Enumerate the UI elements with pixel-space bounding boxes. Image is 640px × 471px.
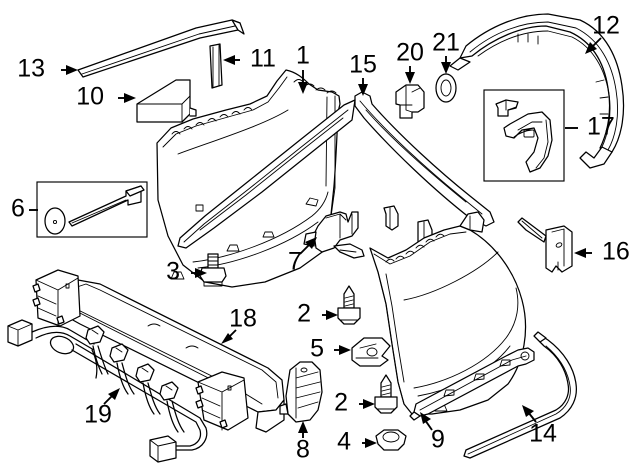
callout-leaders: [29, 37, 602, 448]
part-screw-upper[interactable]: [337, 285, 361, 325]
part-inner-liner-kit[interactable]: [495, 99, 553, 173]
part-lower-seal-strip[interactable]: [463, 331, 578, 459]
callout-number-11: 11: [250, 45, 276, 73]
callout-number-20: 20: [396, 39, 424, 67]
callout-number-9: 9: [431, 426, 445, 454]
callout-number-12: 12: [592, 12, 620, 40]
callout-number-18: 18: [229, 305, 257, 333]
callout-number-2a: 2: [297, 300, 311, 328]
callout-number-13: 13: [17, 55, 45, 83]
part-spring-nut-clip[interactable]: [351, 337, 391, 367]
part-grommet-plug[interactable]: [375, 429, 407, 451]
callout-numbers: 1 2 2 3 4 5 6 7 8 9 10 11 12 13 14 15 16…: [11, 12, 630, 464]
callout-number-2b: 2: [334, 389, 348, 417]
part-impact-beam[interactable]: [32, 269, 285, 433]
callout-number-7: 7: [288, 248, 302, 276]
part-reinforcement-bar-left[interactable]: [177, 91, 495, 249]
part-sensor-retainer[interactable]: [395, 84, 425, 119]
callout-number-17: 17: [587, 113, 615, 141]
callout-number-8: 8: [296, 436, 310, 464]
callout-number-10: 10: [76, 83, 104, 111]
callout-number-5: 5: [310, 335, 324, 363]
callout-number-21: 21: [432, 29, 460, 57]
callout-number-14: 14: [529, 420, 557, 448]
callout-number-4: 4: [337, 428, 351, 456]
part-sensor-ring-grommet[interactable]: [435, 73, 457, 103]
part-bumper-cover-right[interactable]: [369, 211, 527, 415]
callout-number-6: 6: [11, 195, 25, 223]
callout-number-3: 3: [166, 258, 180, 286]
callout-number-1: 1: [296, 42, 310, 70]
callout-box-inner-liner: [483, 89, 565, 182]
part-side-bracket-right[interactable]: [517, 217, 573, 273]
part-upper-molding-strip[interactable]: [77, 19, 245, 78]
part-tow-hook-kit[interactable]: [44, 185, 145, 235]
part-valance-trim[interactable]: [409, 347, 535, 421]
callout-number-16: 16: [602, 238, 630, 266]
part-control-module[interactable]: [136, 79, 197, 123]
callout-number-15: 15: [349, 51, 377, 79]
part-sensor-harness[interactable]: [7, 319, 208, 463]
part-screw-lower[interactable]: [374, 374, 398, 414]
part-side-deflector[interactable]: [279, 361, 323, 423]
part-filler-strip[interactable]: [209, 43, 223, 89]
part-hex-bolt[interactable]: [199, 253, 227, 287]
callout-number-19: 19: [84, 401, 112, 429]
